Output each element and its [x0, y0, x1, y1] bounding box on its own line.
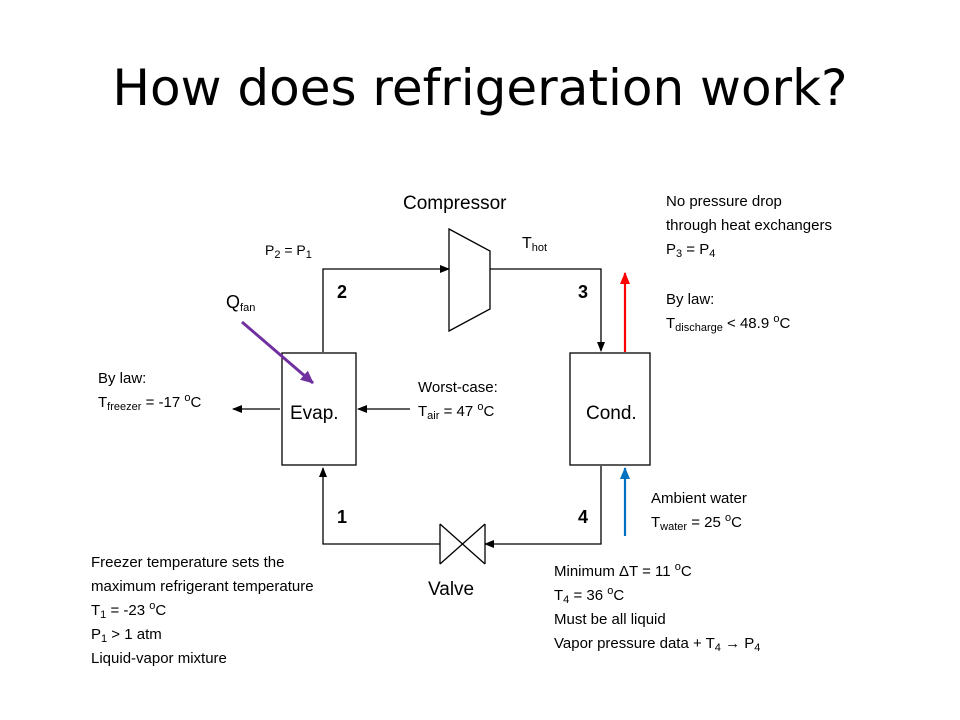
valve-symbol [439, 523, 486, 565]
discharge-law-note: By law: Tdischarge < 48.9 oC [666, 291, 791, 334]
ambient-water-note: Ambient water Twater = 25 oC [651, 490, 747, 533]
valve-label: Valve [428, 579, 475, 600]
minimum-delta-t-note: Minimum ΔT = 11 oC T4 = 36 oC Must be al… [554, 561, 761, 654]
q-fan-label: Qfan [226, 292, 256, 314]
compressor-symbol [448, 227, 491, 333]
p2-equals-p1: P2 = P1 [265, 242, 312, 261]
condenser-label: Cond. [586, 403, 637, 424]
freezer-temperature-note: Freezer temperature sets the maximum ref… [91, 554, 314, 667]
t-hot-label: Thot [522, 235, 548, 254]
page-title: How does refrigeration work? [112, 59, 848, 117]
evaporator-box [281, 352, 357, 466]
condenser-box [569, 352, 651, 466]
line-valve-to-evap [319, 467, 440, 545]
line-compressor-to-cond [490, 268, 605, 352]
line-cond-to-valve [484, 466, 602, 548]
line-evap-to-compressor [322, 265, 450, 352]
state-3: 3 [578, 282, 589, 302]
state-2: 2 [337, 282, 348, 302]
freezer-law-note: By law: Tfreezer = -17 oC [98, 370, 202, 413]
compressor-label: Compressor [403, 193, 507, 214]
no-pressure-drop-note: No pressure drop through heat exchangers… [666, 193, 832, 260]
worst-case-note: Worst-case: Tair = 47 oC [418, 379, 498, 422]
state-4: 4 [578, 507, 589, 527]
fan-heat-arrow [241, 320, 314, 385]
evaporator-label: Evap. [290, 403, 339, 424]
state-1: 1 [337, 507, 348, 527]
